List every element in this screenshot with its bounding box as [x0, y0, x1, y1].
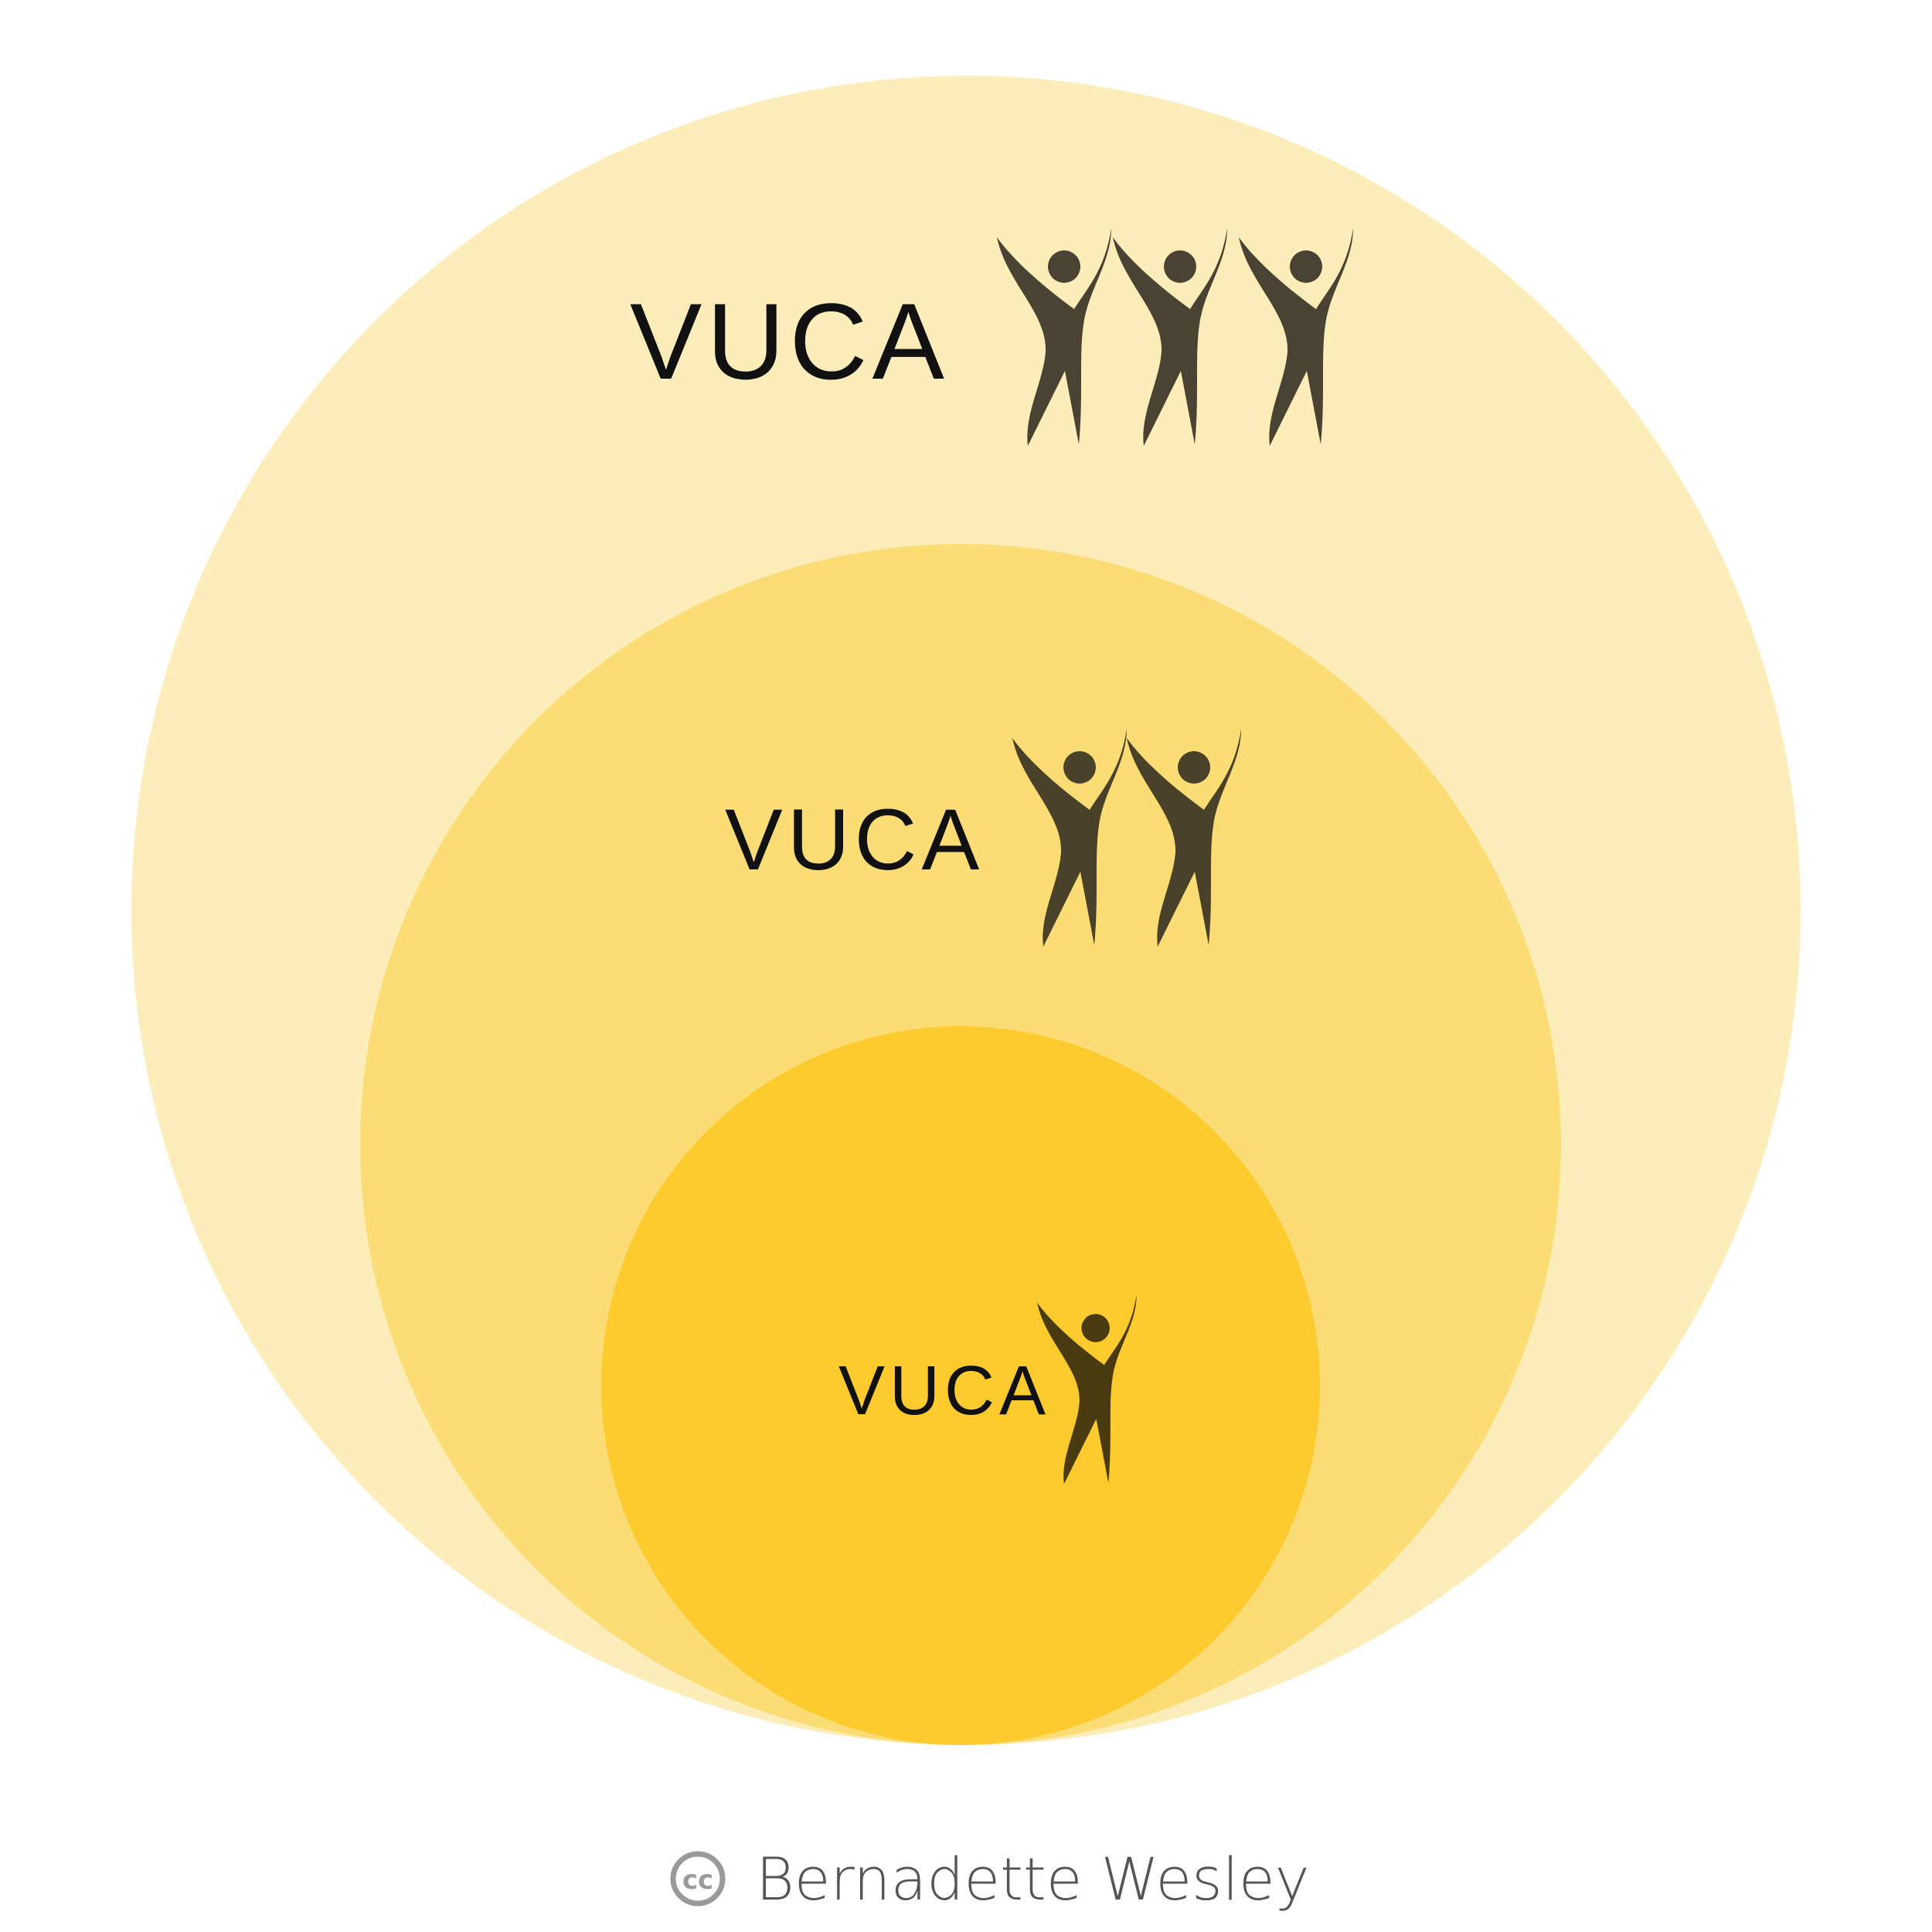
- inner-circle: [601, 1026, 1320, 1745]
- inner-vuca-label: VUCA: [838, 1352, 1050, 1430]
- outer-level: VUCA: [630, 228, 1353, 446]
- author-name: Bernadette Wesley: [756, 1845, 1310, 1913]
- outer-vuca-label: VUCA: [630, 281, 949, 402]
- cc-badge-text: cc: [682, 1865, 713, 1896]
- creative-commons-icon: cc: [670, 1851, 726, 1906]
- inner-level: VUCA: [838, 1294, 1137, 1485]
- middle-level: VUCA: [725, 729, 1241, 947]
- middle-vuca-label: VUCA: [725, 791, 984, 888]
- credit-line: cc Bernadette Wesley: [670, 1845, 1310, 1913]
